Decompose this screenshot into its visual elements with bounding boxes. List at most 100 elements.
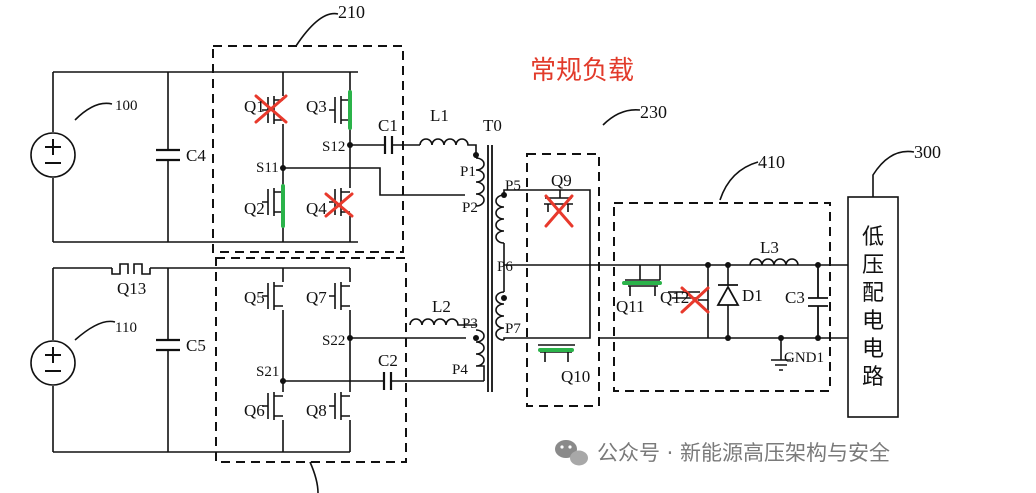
inductor-L2 [409, 318, 476, 326]
label-C4: C4 [186, 146, 206, 165]
watermark-text: 公众号 · 新能源高压架构与安全 [597, 441, 890, 465]
leader-230 [602, 108, 641, 126]
label-P4: P4 [452, 362, 468, 378]
mosfet-Q11 [625, 265, 660, 296]
load-char-6: 路 [862, 365, 884, 390]
load-char-1: 低 [862, 225, 884, 250]
cross-Q4 [324, 192, 354, 218]
mosfet-Q5 [262, 282, 283, 310]
module-230-wiring [540, 189, 591, 339]
source-100-polarity [45, 139, 61, 164]
label-Q11: Q11 [616, 297, 645, 316]
mosfet-Q12 [668, 265, 709, 338]
mosfet-Q6 [262, 392, 283, 420]
module-210-box [212, 45, 404, 253]
leader-210 [295, 12, 339, 47]
junction-dots [280, 142, 821, 384]
cross-Q12 [680, 286, 710, 314]
source-110-polarity [45, 347, 61, 372]
voltage-source-100 [30, 132, 76, 178]
mosfet-Q7 [329, 282, 350, 310]
load-box-text: 低 压 配 电 电 路 [862, 225, 884, 390]
secondary-winding-1 [495, 194, 505, 244]
label-Q2: Q2 [244, 199, 265, 218]
capacitor-C3 [808, 265, 828, 338]
label-S22: S22 [322, 333, 345, 349]
inductor-L3 [749, 258, 799, 266]
module-410-box [613, 202, 831, 392]
capacitor-C5 [156, 338, 180, 352]
label-S21: S21 [256, 364, 279, 380]
leader-100 [74, 102, 113, 121]
switch-Q13 [111, 263, 151, 275]
label-Q9: Q9 [551, 171, 572, 190]
label-S12: S12 [322, 139, 345, 155]
ref-410: 410 [758, 152, 785, 172]
label-Q6: Q6 [244, 401, 265, 420]
leader-bottom [309, 461, 319, 493]
highlight-marks [281, 90, 662, 352]
label-Q8: Q8 [306, 401, 327, 420]
ref-110: 110 [115, 320, 137, 336]
label-Q5: Q5 [244, 288, 265, 307]
ref-230: 230 [640, 102, 667, 122]
label-GND1: GND1 [784, 350, 824, 366]
cross-Q1 [254, 94, 288, 124]
cross-marks [254, 94, 710, 314]
load-char-5: 电 [862, 337, 884, 362]
label-P3: P3 [462, 316, 478, 332]
label-Q7: Q7 [306, 288, 327, 307]
label-Q12: Q12 [660, 288, 689, 307]
leader-410 [719, 161, 759, 201]
load-char-3: 配 [862, 281, 884, 306]
bridge-210-wiring [213, 71, 358, 243]
label-C2: C2 [378, 351, 398, 370]
ref-100: 100 [115, 98, 138, 114]
capacitor-C1 [383, 136, 394, 154]
mosfet-Q3 [329, 96, 350, 124]
source-100-loop [52, 71, 213, 243]
node-S11-wire [283, 167, 465, 196]
voltage-source-110 [30, 340, 76, 386]
inductor-L1 [419, 138, 477, 158]
mosfet-Q9 [544, 190, 573, 212]
primary-winding-1 [475, 157, 485, 207]
secondary-winding-2 [495, 291, 505, 341]
label-L3: L3 [760, 238, 779, 257]
q11-q12-link [660, 265, 708, 280]
bridge-bottom-wiring [216, 267, 351, 453]
diagram-title: 常规负载 [530, 56, 634, 86]
load-char-2: 压 [862, 253, 884, 278]
label-P1: P1 [460, 164, 476, 180]
label-Q4: Q4 [306, 199, 327, 218]
label-T0: T0 [483, 116, 502, 135]
label-P5: P5 [505, 178, 521, 194]
primary-winding-2 [475, 329, 485, 381]
ref-300: 300 [914, 142, 941, 162]
label-C1: C1 [378, 116, 398, 135]
label-Q1: Q1 [244, 97, 265, 116]
label-Q3: Q3 [306, 97, 327, 116]
label-L2: L2 [432, 297, 451, 316]
wechat-icon [555, 440, 588, 466]
module-230-box [526, 153, 600, 407]
label-P2: P2 [462, 200, 478, 216]
cross-Q9 [544, 194, 574, 228]
label-C3: C3 [785, 288, 805, 307]
label-S11: S11 [256, 160, 279, 176]
diode-D1 [716, 284, 740, 306]
transformer-core [487, 145, 493, 392]
leader-300 [872, 150, 915, 197]
secondary-wiring [503, 189, 848, 340]
label-Q10: Q10 [561, 367, 590, 386]
label-C5: C5 [186, 336, 206, 355]
mosfet-Q2 [262, 188, 283, 216]
module-bottom-box [215, 257, 407, 463]
load-char-4: 电 [862, 309, 884, 334]
label-P6: P6 [497, 259, 513, 275]
label-L1: L1 [430, 106, 449, 125]
mosfet-Q8 [329, 392, 350, 420]
label-P7: P7 [505, 321, 521, 337]
capacitor-C4 [156, 148, 180, 162]
watermark: 公众号 · 新能源高压架构与安全 [555, 440, 890, 466]
